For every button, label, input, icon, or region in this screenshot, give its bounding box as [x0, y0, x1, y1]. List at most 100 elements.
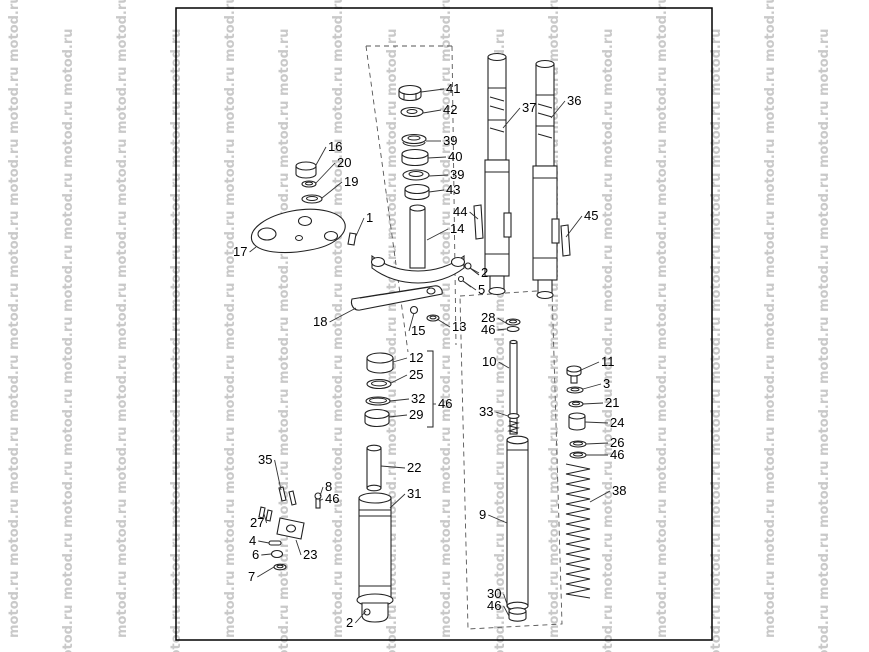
callout-label: 7 — [248, 569, 255, 584]
callout-leader — [580, 361, 600, 371]
callout-leader — [315, 162, 336, 184]
callout-leader — [502, 107, 521, 129]
callout-leader — [321, 181, 343, 199]
watermark-text: motod.ru — [547, 498, 562, 566]
watermark-text: motod.ru — [763, 282, 778, 350]
watermark-text: motod.ru — [115, 138, 130, 206]
callout-leader — [408, 312, 415, 332]
bushing-stack — [364, 352, 394, 428]
callout-leader — [329, 307, 357, 323]
watermark-text: motod.ru — [223, 66, 238, 134]
watermark-text: motod.ru — [385, 28, 400, 96]
callout-leader — [503, 605, 510, 617]
watermark-text: motod.ru — [763, 570, 778, 638]
watermark-text: motod.ru — [817, 316, 832, 384]
callout-label: 3 — [603, 376, 610, 391]
watermark-text: motod.ru — [115, 282, 130, 350]
callout-label: 31 — [407, 486, 421, 501]
watermark-text: motod.ru — [601, 172, 616, 240]
callout-label: 38 — [612, 483, 626, 498]
watermark-text: motod.ru — [763, 426, 778, 494]
watermark-text: motod.ru — [7, 570, 22, 638]
watermark-text: motod.ru — [655, 354, 670, 422]
construction-lines-top — [365, 45, 457, 353]
watermark-text: motod.ru — [439, 498, 454, 566]
watermark-text: motod.ru — [601, 28, 616, 96]
callout-label: 20 — [337, 155, 351, 170]
callout-leader — [422, 109, 442, 114]
watermark-text: motod.ru — [439, 0, 454, 62]
callout-label: 32 — [411, 391, 425, 406]
watermark-text: motod.ru — [817, 460, 832, 528]
watermark-text: motod.ru — [655, 570, 670, 638]
watermark-text: motod.ru — [331, 426, 346, 494]
callout-leader — [582, 402, 604, 405]
watermark-text: motod.ru — [817, 604, 832, 652]
steering-bearing-stack — [398, 84, 430, 201]
steering-stem-lower-clamp — [370, 204, 466, 284]
callout-label: 13 — [452, 319, 466, 334]
watermark-text: motod.ru — [61, 532, 76, 600]
damper-bolt-stack — [566, 365, 587, 459]
callout-label: 33 — [479, 404, 493, 419]
watermark-text: motod.ru — [7, 138, 22, 206]
callout-label: 25 — [409, 367, 423, 382]
watermark-text: motod.ru — [115, 210, 130, 278]
callout-leader — [380, 465, 406, 469]
callout-label: 26 — [610, 435, 624, 450]
callout-label: 36 — [567, 93, 581, 108]
watermark-text: motod.ru — [331, 570, 346, 638]
watermark-text: motod.ru — [331, 354, 346, 422]
watermark-text: motod.ru — [223, 570, 238, 638]
watermark-text: motod.ru — [115, 0, 130, 62]
watermark-text: motod.ru — [763, 498, 778, 566]
callout-leader — [469, 267, 480, 274]
callout-leader — [319, 486, 324, 497]
watermark-text: motod.ru — [331, 0, 346, 62]
callout-label: 24 — [610, 415, 624, 430]
callout-label: 4 — [249, 533, 256, 548]
callout-label: 16 — [328, 139, 342, 154]
upper-triple-clamp — [250, 208, 357, 254]
callout-leader — [565, 215, 583, 238]
callout-leader — [355, 217, 365, 237]
construction-box-right — [459, 289, 563, 630]
callout-label: 46 — [325, 491, 339, 506]
watermark-text: motod.ru — [601, 532, 616, 600]
callout-label: 46 — [487, 598, 501, 613]
watermark-text: motod.ru — [439, 282, 454, 350]
watermark-text: motod.ru — [277, 244, 292, 312]
diagram-border — [175, 7, 713, 641]
watermark-text: motod.ru — [493, 388, 508, 456]
watermark-text: motod.ru — [817, 244, 832, 312]
watermark-text: motod.ru — [385, 316, 400, 384]
watermark-text: motod.ru — [115, 426, 130, 494]
fork-assembly-drawing — [250, 45, 591, 630]
watermark-text: motod.ru — [547, 426, 562, 494]
callout-leader — [498, 361, 510, 369]
watermark-text: motod.ru — [655, 282, 670, 350]
watermark-text: motod.ru — [763, 138, 778, 206]
watermark-text: motod.ru — [61, 28, 76, 96]
watermark-text: motod.ru — [7, 66, 22, 134]
watermark-text: motod.ru — [439, 354, 454, 422]
callout-leader — [389, 493, 406, 509]
strip-44 — [473, 204, 484, 240]
callout-leader — [428, 189, 445, 193]
callout-label: 37 — [522, 100, 536, 115]
callout-leader — [582, 383, 602, 390]
callout-label: 39 — [443, 133, 457, 148]
callout-leader — [428, 174, 449, 177]
watermark-text: motod.ru — [439, 66, 454, 134]
watermark-text: motod.ru — [601, 388, 616, 456]
watermark-text: motod.ru — [655, 210, 670, 278]
watermark-text: motod.ru — [61, 316, 76, 384]
watermark-text: motod.ru — [223, 354, 238, 422]
callout-leader — [497, 328, 507, 331]
watermark-text: motod.ru — [385, 100, 400, 168]
callout-label: 2 — [346, 615, 353, 630]
callout-label: 35 — [258, 452, 272, 467]
callout-label: 43 — [446, 182, 460, 197]
